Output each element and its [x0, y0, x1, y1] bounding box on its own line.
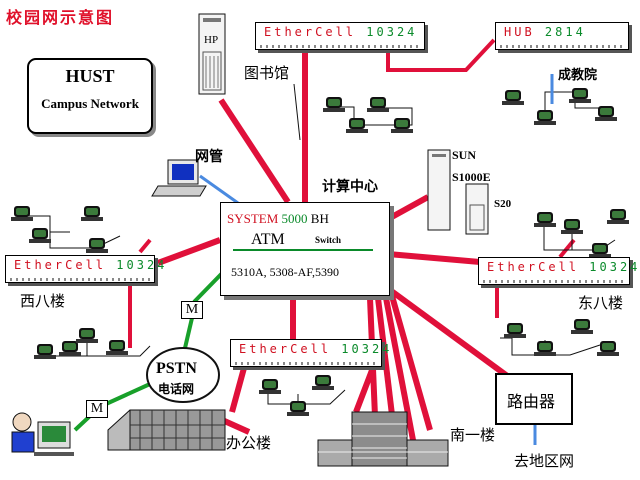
hub-office[interactable]: EtherCell 10324 — [230, 339, 389, 367]
hust-title: HUST — [65, 66, 115, 86]
label-s1000e: S1000E — [452, 170, 491, 184]
hub-port-leds — [483, 280, 625, 283]
modem-box-remote[interactable]: M — [86, 400, 108, 418]
hub-port-leds — [260, 45, 420, 48]
label-library: 图书馆 — [244, 64, 290, 82]
office-building-icon — [107, 409, 226, 451]
hub-east8-number: 10324 — [589, 260, 640, 274]
atm-ports: 5310A, 5308-AF,5390 — [231, 265, 340, 279]
atm-product-line: SYSTEM 5000 BH — [227, 211, 329, 227]
hub-port-leds — [10, 278, 150, 281]
hub-port-leds — [235, 362, 377, 365]
pstn-cloud-icon — [146, 347, 220, 403]
label-region-net: 去地区网 — [514, 452, 575, 470]
hub-adult-prefix: HUB — [504, 25, 535, 39]
atm-suffix: BH — [310, 211, 329, 226]
hub-port-leds — [500, 45, 624, 48]
label-hp: HP — [204, 34, 219, 46]
link-east8-atm — [387, 251, 481, 265]
hub-library[interactable]: EtherCell 10324 — [255, 22, 425, 50]
hub-east8[interactable]: EtherCell 10324 — [478, 257, 637, 285]
link-pstn-modem2 — [105, 382, 151, 406]
modem-box[interactable]: M — [181, 301, 203, 319]
link-office-hub-building — [353, 363, 377, 414]
atm-product: SYSTEM — [227, 211, 279, 226]
label-computing-center: 计算中心 — [322, 179, 378, 195]
link-modem-pstn — [183, 317, 194, 349]
link-west8-up — [138, 238, 152, 254]
hub-west8-prefix: EtherCell — [14, 258, 107, 272]
atm-switch[interactable]: SYSTEM 5000 BH ATM Switch 5310A, 5308-AF… — [220, 202, 390, 296]
link-router-atm — [388, 287, 512, 381]
router-box[interactable]: 路由器 — [495, 373, 573, 425]
atm-divider — [233, 249, 373, 251]
label-netmgmt: 网管 — [195, 149, 223, 165]
link-west8-atm — [156, 237, 222, 266]
diagram-title: 校园网示意图 — [6, 8, 115, 27]
hub-adult-edu[interactable]: HUB 2814 — [495, 22, 629, 50]
link-sun-atm — [388, 194, 430, 221]
hub-west8[interactable]: EtherCell 10324 — [5, 255, 164, 283]
label-adult-edu: 成教院 — [558, 68, 598, 83]
atm-name: ATM — [251, 231, 285, 248]
hust-campus-network-box: HUST Campus Network — [27, 58, 153, 134]
link-hp-atm — [218, 98, 291, 204]
label-south1: 南一楼 — [450, 426, 496, 444]
link-south1-c — [383, 297, 416, 441]
hub-east8-prefix: EtherCell — [487, 260, 580, 274]
label-phone-net: 电话网 — [158, 382, 195, 396]
hub-west8-number: 10324 — [116, 258, 168, 272]
hub-library-prefix: EtherCell — [264, 25, 357, 39]
netmgmt-pc-icon — [151, 159, 207, 197]
link-netmgmt-atm — [199, 174, 239, 205]
south-building-icon — [317, 411, 449, 467]
label-east8: 东八楼 — [578, 294, 624, 312]
atm-model: 5000 — [281, 211, 308, 226]
label-sun: SUN — [452, 148, 477, 162]
label-pstn: PSTN — [156, 360, 197, 377]
router-label: 路由器 — [507, 392, 556, 411]
hub-office-prefix: EtherCell — [239, 342, 332, 356]
link-modem2-user — [73, 414, 92, 432]
link-office-hub-pstn — [229, 367, 247, 413]
label-s20: S20 — [494, 198, 512, 210]
link-south1-d — [389, 295, 433, 431]
remote-user-icon — [11, 412, 74, 456]
hust-subtitle: Campus Network — [41, 96, 139, 111]
sun-server-icon — [427, 149, 489, 235]
hub-office-number: 10324 — [341, 342, 393, 356]
label-west8: 西八楼 — [20, 292, 66, 310]
label-office-building: 办公楼 — [226, 434, 272, 452]
link-library-adult — [386, 38, 496, 72]
hub-adult-number: 2814 — [544, 25, 586, 39]
atm-switch-tag: Switch — [315, 235, 342, 245]
hub-library-number: 10324 — [366, 25, 418, 39]
hp-server-icon — [198, 13, 226, 95]
